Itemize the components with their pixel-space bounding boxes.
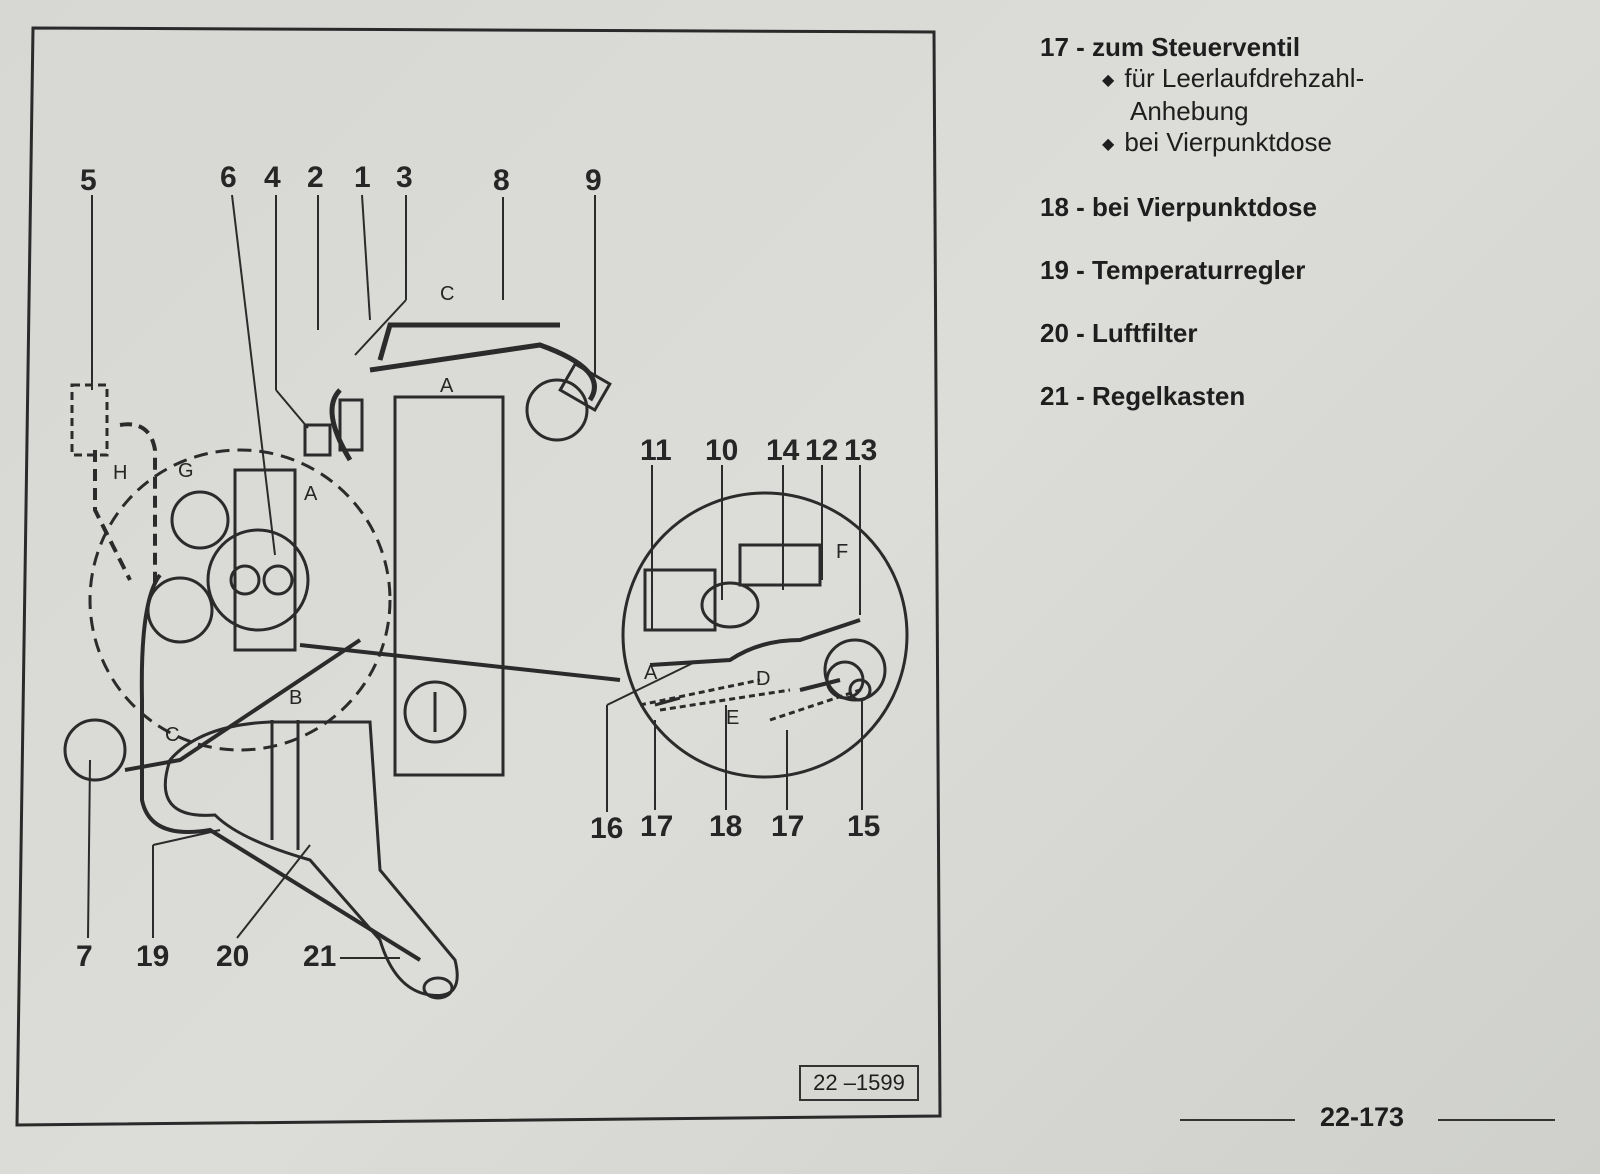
legend-item-19: 19 - Temperaturregler bbox=[1040, 255, 1306, 285]
diamond-bullet-icon: ◆ bbox=[1102, 136, 1115, 153]
figure-code: 22 –1599 bbox=[799, 1065, 919, 1101]
legend-subitem-text: bei Vierpunktdose bbox=[1124, 127, 1332, 157]
letter-f: F bbox=[836, 541, 848, 563]
callout-19: 19 bbox=[136, 940, 169, 973]
callout-1: 1 bbox=[354, 161, 371, 194]
legend-subitem: ◆ für Leerlaufdrehzahl- bbox=[1040, 63, 1560, 96]
legend-item-20: 20 - Luftfilter bbox=[1040, 318, 1198, 348]
distributor bbox=[525, 378, 589, 442]
letter-e: E bbox=[726, 707, 739, 729]
callout-3: 3 bbox=[396, 161, 413, 194]
callout-2: 2 bbox=[307, 161, 324, 194]
carburetor bbox=[206, 528, 310, 632]
callout-7: 7 bbox=[76, 940, 93, 973]
letter-d: D bbox=[756, 668, 770, 690]
letter-b: B bbox=[289, 687, 302, 709]
footer-rule-left bbox=[1180, 1119, 1295, 1121]
page-number: 22-173 bbox=[1320, 1102, 1405, 1132]
engine-drawing bbox=[63, 322, 909, 1000]
callout-17a: 17 bbox=[640, 810, 673, 843]
detail-circle bbox=[621, 491, 909, 779]
callout-16: 16 bbox=[590, 812, 623, 845]
legend-subitem-text: Anhebung bbox=[1130, 96, 1249, 126]
page-footer: 22-173 bbox=[1180, 1100, 1555, 1134]
letter-a: A bbox=[304, 483, 318, 505]
air-cleaner-dashed bbox=[88, 448, 392, 752]
callout-14: 14 bbox=[766, 434, 800, 467]
diamond-bullet-icon: ◆ bbox=[1102, 72, 1115, 89]
callout-18: 18 bbox=[709, 810, 742, 843]
callout-4: 4 bbox=[264, 161, 281, 194]
legend-item-17: 17 - zum Steuerventil ◆ für Leerlaufdrehz… bbox=[1040, 32, 1560, 160]
callout-12: 12 bbox=[805, 434, 838, 467]
legend-item-text: 17 - zum Steuerventil bbox=[1040, 32, 1301, 62]
leader-lines bbox=[87, 194, 863, 959]
callout-5: 5 bbox=[80, 164, 97, 197]
callout-17b: 17 bbox=[771, 810, 804, 843]
callout-21: 21 bbox=[303, 940, 336, 973]
legend-item-18: 18 - bei Vierpunktdose bbox=[1040, 192, 1317, 222]
letter-a: A bbox=[644, 662, 658, 684]
legend-item-21: 21 - Regelkasten bbox=[1040, 381, 1246, 411]
letter-a: A bbox=[440, 375, 454, 397]
callout-13: 13 bbox=[844, 434, 877, 467]
legend: 17 - zum Steuerventil ◆ für Leerlaufdrehz… bbox=[1040, 32, 1560, 444]
legend-subitem: Anhebung bbox=[1040, 96, 1560, 127]
callout-15: 15 bbox=[847, 810, 880, 843]
letter-c: C bbox=[440, 283, 454, 305]
callout-20: 20 bbox=[216, 940, 249, 973]
callout-6: 6 bbox=[220, 161, 237, 194]
letter-c: C bbox=[165, 724, 179, 746]
legend-subitem-text: für Leerlaufdrehzahl- bbox=[1124, 63, 1365, 93]
engine-block bbox=[393, 395, 505, 777]
callout-11: 11 bbox=[640, 434, 672, 467]
footer-rule-right bbox=[1438, 1119, 1555, 1121]
callout-9: 9 bbox=[585, 164, 602, 197]
callout-numbers: 5 6 4 2 1 3 8 9 11 10 14 12 13 16 17 18 … bbox=[76, 161, 880, 973]
hose-letters: C A H G A B C F A D E bbox=[113, 283, 848, 746]
letter-g: G bbox=[178, 460, 194, 482]
letter-h: H bbox=[113, 462, 127, 484]
legend-subitem: ◆ bei Vierpunktdose bbox=[1040, 127, 1560, 160]
callout-10: 10 bbox=[705, 434, 738, 467]
temperature-valve bbox=[63, 718, 127, 782]
figure-frame bbox=[15, 26, 942, 1127]
callout-8: 8 bbox=[493, 164, 510, 197]
